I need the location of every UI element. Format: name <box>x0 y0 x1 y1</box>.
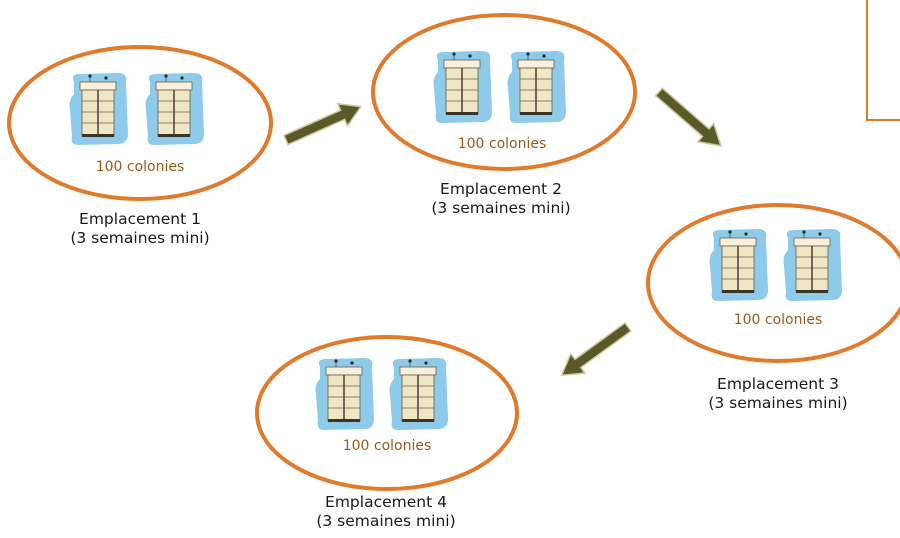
site-2-caption: Emplacement 2 (3 semaines mini) <box>411 180 591 218</box>
site-1-group <box>7 45 273 201</box>
site-1-ellipse <box>7 45 273 201</box>
arrow-icon <box>654 87 722 147</box>
beehive-icon <box>432 50 493 124</box>
beehive-icon <box>144 72 205 146</box>
site-1-duration: (3 semaines mini) <box>70 229 210 247</box>
site-4-duration: (3 semaines mini) <box>316 512 456 530</box>
beehive-icon <box>388 357 449 431</box>
site-2-colony-count: 100 colonies <box>457 136 547 152</box>
beehive-icon <box>708 228 769 302</box>
site-3-colony-count: 100 colonies <box>733 312 823 328</box>
site-3-duration: (3 semaines mini) <box>708 394 848 412</box>
site-3-caption: Emplacement 3 (3 semaines mini) <box>688 375 868 413</box>
arrow-icon <box>282 102 363 146</box>
beehive-icon <box>782 228 843 302</box>
partial-note-box <box>866 0 900 121</box>
site-3-ellipse <box>646 203 900 363</box>
beehive-icon <box>314 357 375 431</box>
arrow-icon <box>560 321 632 377</box>
site-4-caption: Emplacement 4 (3 semaines mini) <box>296 493 476 531</box>
beehive-icon <box>506 50 567 124</box>
site-4-colony-count: 100 colonies <box>342 438 432 454</box>
site-1-caption: Emplacement 1 (3 semaines mini) <box>50 210 230 248</box>
site-4-ellipse <box>255 335 519 491</box>
site-3-group <box>646 203 900 363</box>
site-4-title: Emplacement 4 <box>325 493 447 511</box>
site-4-group <box>255 335 519 491</box>
site-1-title: Emplacement 1 <box>79 210 201 228</box>
beehive-icon <box>68 72 129 146</box>
site-2-group <box>371 13 637 171</box>
site-2-duration: (3 semaines mini) <box>431 199 571 217</box>
site-2-title: Emplacement 2 <box>440 180 562 198</box>
site-3-title: Emplacement 3 <box>717 375 839 393</box>
site-1-colony-count: 100 colonies <box>95 159 185 175</box>
